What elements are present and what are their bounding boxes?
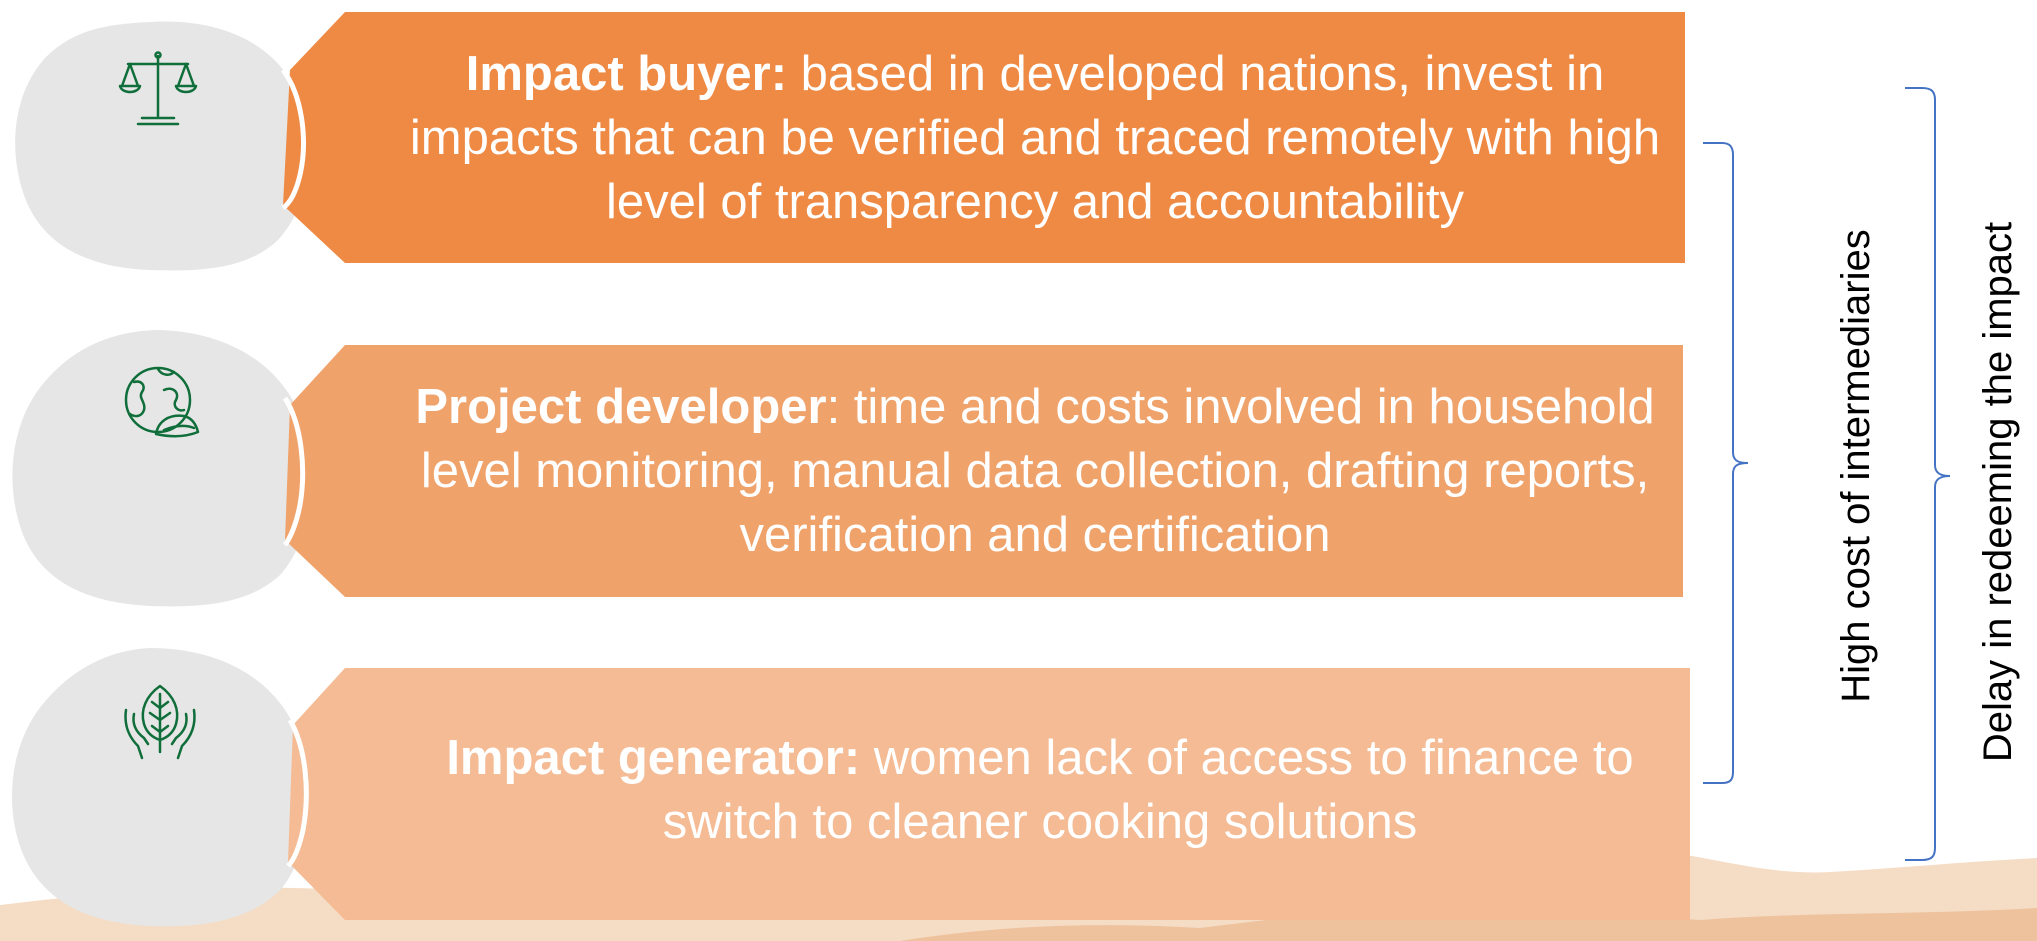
stakeholder-role: Impact generator: <box>446 731 861 785</box>
label-high-cost-of-intermediaries: High cost of intermediaries <box>1834 229 1878 703</box>
stakeholder-description: based in developed nations, invest in im… <box>409 46 1661 229</box>
icon-circle-1 <box>15 21 309 271</box>
scales-of-justice-icon <box>116 46 200 130</box>
icon-circle-2 <box>12 330 311 607</box>
brace-high-cost <box>1703 142 1749 784</box>
stakeholder-description: : time and costs involved in household l… <box>420 380 1655 562</box>
globe-leaf-icon <box>118 360 202 444</box>
banner-shape-2 <box>285 345 1683 597</box>
mountain-foreground <box>900 907 2037 941</box>
banner-shape-1 <box>283 12 1685 263</box>
stakeholder-description: women lack of access to finance to switc… <box>662 731 1634 849</box>
hands-holding-leaf-icon <box>118 680 202 764</box>
stakeholder-impact-generator: Impact generator: women lack of access t… <box>400 690 1680 890</box>
banner-shape-3 <box>288 668 1690 920</box>
stakeholder-role: Project developer <box>415 380 827 434</box>
stakeholder-role: Impact buyer: <box>465 46 788 101</box>
banner-notch-1 <box>280 68 306 211</box>
icon-circle-3 <box>11 648 309 927</box>
banner-notch-3 <box>286 718 309 868</box>
banner-notch-2 <box>282 396 306 547</box>
stakeholder-impact-buyer: Impact buyer: based in developed nations… <box>390 12 1680 263</box>
stakeholder-project-developer: Project developer: time and costs involv… <box>390 345 1680 597</box>
label-delay-in-redeeming-impact: Delay in redeeming the impact <box>1976 221 2020 763</box>
brace-delay <box>1905 87 1951 861</box>
